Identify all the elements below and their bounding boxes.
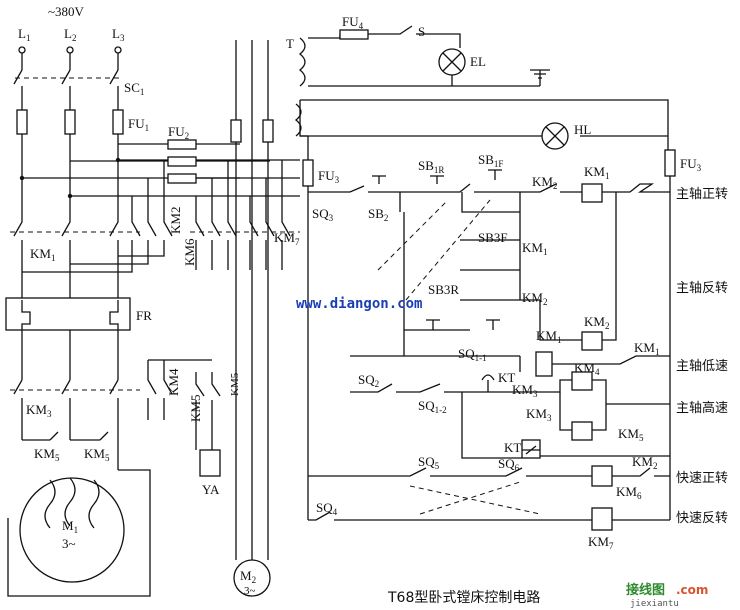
coil-km5: [571, 421, 593, 441]
label-km2-aux: KM2: [522, 290, 547, 307]
label-fu2: FU2: [168, 124, 189, 141]
label-sb3f: SB3F: [478, 230, 508, 245]
label-km4-power: KM4: [166, 368, 181, 396]
label-km6-coil: KM6: [616, 484, 642, 501]
label-sq6: SQ6: [498, 456, 520, 473]
label-sb2: SB2: [368, 206, 388, 223]
label-l3: L3: [112, 26, 125, 43]
label-fu4: FU4: [342, 14, 364, 31]
label-el: EL: [470, 54, 486, 69]
label-km2-nc: KM2: [532, 174, 557, 191]
label-m2-phase: 3~: [244, 585, 256, 597]
label-sq3: SQ3: [312, 206, 334, 223]
label-km5-power-b: KM5: [229, 372, 241, 396]
terminal-l1: [18, 46, 26, 54]
coil-km1: [581, 183, 603, 203]
label-l1: L1: [18, 26, 30, 43]
label-km2-power: KM2: [168, 207, 183, 234]
coil-km4: [571, 371, 593, 391]
terminal-l3: [114, 46, 122, 54]
fuse-fu1-b: [64, 109, 76, 135]
row-label-rapid-reverse: 快速反转: [676, 511, 728, 526]
watermark-domain: jiexiantu: [630, 599, 679, 609]
row-label-rapid-forward: 快速正转: [676, 471, 728, 486]
timer-kt: [521, 439, 541, 459]
row-label-low-speed: 主轴低速: [676, 359, 728, 374]
row-label-high-speed: 主轴高速: [676, 400, 728, 416]
fuse-fu1-a: [16, 109, 28, 135]
watermark-url: www.diangon.com: [296, 296, 422, 312]
fuse-fu3-right: [664, 149, 676, 177]
label-km2-coil: KM2: [584, 314, 609, 331]
label-switch-s: S: [418, 24, 425, 39]
label-sb1f: SB1F: [478, 152, 503, 169]
label-hl: HL: [574, 122, 591, 137]
label-sq1-1: SQ1-1: [458, 346, 487, 363]
label-sc1: SC1: [124, 80, 144, 97]
watermark-com: .com: [676, 583, 708, 597]
motor-m1-frame: [19, 477, 125, 583]
contact-block: [535, 351, 553, 377]
thermal-relay-fr: [5, 297, 131, 331]
coil-km6: [591, 465, 613, 487]
coil-km7: [591, 507, 613, 531]
fuse-m2-b: [262, 119, 274, 143]
label-km3-aux: KM3: [512, 382, 538, 399]
fuse-fu2-a: [167, 139, 197, 150]
label-km1-nc: KM1: [536, 328, 561, 345]
label-sq5: SQ5: [418, 454, 440, 471]
fuse-m2-a: [230, 119, 242, 143]
watermark-logo: 接线图 .com jiexiantu: [626, 582, 708, 609]
label-transformer-t: T: [286, 36, 294, 51]
label-fu1: FU1: [128, 116, 149, 133]
label-km1-power: KM1: [30, 246, 55, 263]
row-label-reverse: 主轴反转: [676, 281, 728, 296]
label-km1-coil: KM1: [584, 164, 609, 181]
label-km5-star-a: KM5: [34, 446, 60, 463]
label-km4-coil: KM4: [574, 360, 600, 377]
label-km5-coil: KM5: [618, 426, 644, 443]
row-labels: 主轴正转 主轴反转 主轴低速 主轴高速 快速正转 快速反转: [676, 187, 728, 526]
electromagnet-ya: [199, 449, 221, 477]
fuse-fu2-c: [167, 173, 197, 184]
supply-voltage-label: ~380V: [48, 4, 85, 19]
label-fu3-left: FU3: [318, 168, 340, 185]
motor-m2: [233, 559, 271, 597]
label-ya: YA: [202, 482, 220, 497]
label-sb1r: SB1R: [418, 158, 444, 175]
label-km3-coil: KM3: [526, 406, 552, 423]
label-sq2: SQ2: [358, 372, 379, 389]
label-sb3r: SB3R: [428, 282, 459, 297]
label-km1-aux: KM1: [522, 240, 547, 257]
label-m1-phase: 3~: [62, 536, 76, 551]
row-label-forward: 主轴正转: [676, 187, 728, 202]
label-km6-power: KM6: [182, 238, 197, 266]
terminal-l2: [66, 46, 74, 54]
fuse-fu3-left: [302, 159, 314, 187]
label-km5-star-b: KM5: [84, 446, 110, 463]
label-fr: FR: [136, 308, 152, 323]
fuse-fu2-b: [167, 156, 197, 167]
label-km3-power: KM3: [26, 402, 52, 419]
coil-km2: [581, 331, 603, 351]
label-km7-power: KM7: [274, 230, 300, 247]
label-kt-timer: KT: [504, 440, 521, 455]
control-circuit: T FU4 S EL HL FU3 FU3 SQ3 SB2 SB1R SB1F …: [286, 14, 702, 551]
label-km2-rapid: KM2: [632, 454, 657, 471]
diagram-title: T68型卧式镗床控制电路: [387, 590, 540, 606]
label-km1-speed: KM1: [634, 340, 659, 357]
label-km5-power-a: KM5: [188, 395, 203, 422]
label-sq4: SQ4: [316, 500, 338, 517]
label-kt-contact: KT: [498, 370, 515, 385]
power-circuit: ~380V L1 L2 L3 SC1 FU1 FU2 KM1: [5, 4, 300, 597]
label-l2: L2: [64, 26, 76, 43]
label-km7-coil: KM7: [588, 534, 614, 551]
label-sq1-2: SQ1-2: [418, 398, 447, 415]
fuse-fu4: [339, 29, 369, 40]
watermark-brand: 接线图: [626, 582, 665, 598]
label-fu3-right: FU3: [680, 156, 702, 173]
fuse-fu1-c: [112, 109, 124, 135]
